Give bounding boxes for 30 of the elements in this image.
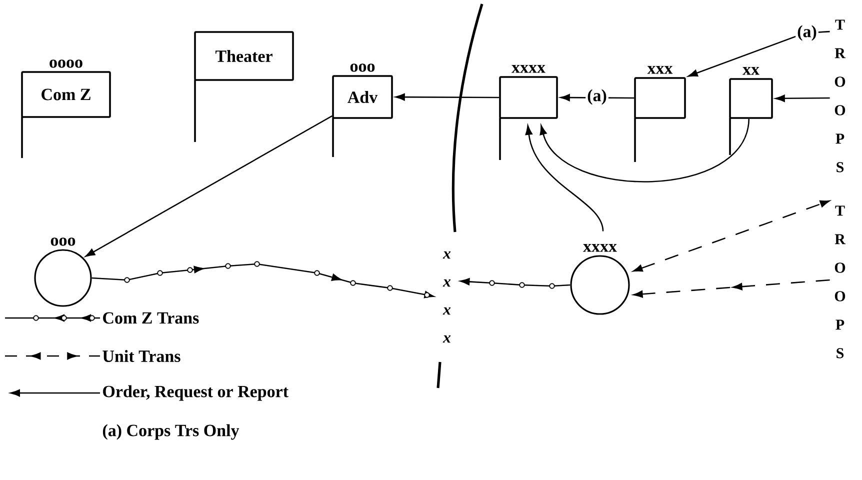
echelon-label: ooo (50, 238, 76, 246)
arrow (92, 261, 434, 298)
arrow (560, 94, 634, 102)
legend-text: Unit Trans (102, 350, 180, 362)
flag-box: Theater (194, 31, 294, 81)
arrow (688, 30, 830, 77)
note: (a) Corps Trs Only (102, 424, 240, 440)
echelon-label: oooo (50, 60, 82, 68)
edge-label: (a) (796, 24, 818, 42)
echelon-label: xxxx (583, 244, 617, 252)
flag-box: Com Z (21, 71, 111, 118)
arrow (775, 94, 830, 102)
echelon-label: ooo (350, 64, 375, 72)
arrow (540, 118, 750, 182)
arrow (633, 279, 830, 298)
legend-text: Order, Request or Report (103, 385, 288, 401)
arrow (632, 200, 830, 272)
boundary-symbol: x x x x (442, 251, 451, 343)
arrow (85, 115, 332, 257)
arrow (460, 278, 570, 289)
troops-label: T R O O P S (834, 20, 846, 172)
arrow (395, 93, 500, 101)
echelon-label: xxxx (512, 65, 546, 73)
echelon-label: xx (742, 67, 760, 75)
troops-label: T R O O P S (834, 206, 846, 358)
flag-box: Adv (332, 75, 393, 119)
arrow (525, 125, 604, 232)
echelon-label: xxx (647, 66, 673, 74)
edge-label: (a) (586, 88, 608, 106)
legend-text: Com Z Trans (103, 312, 199, 324)
